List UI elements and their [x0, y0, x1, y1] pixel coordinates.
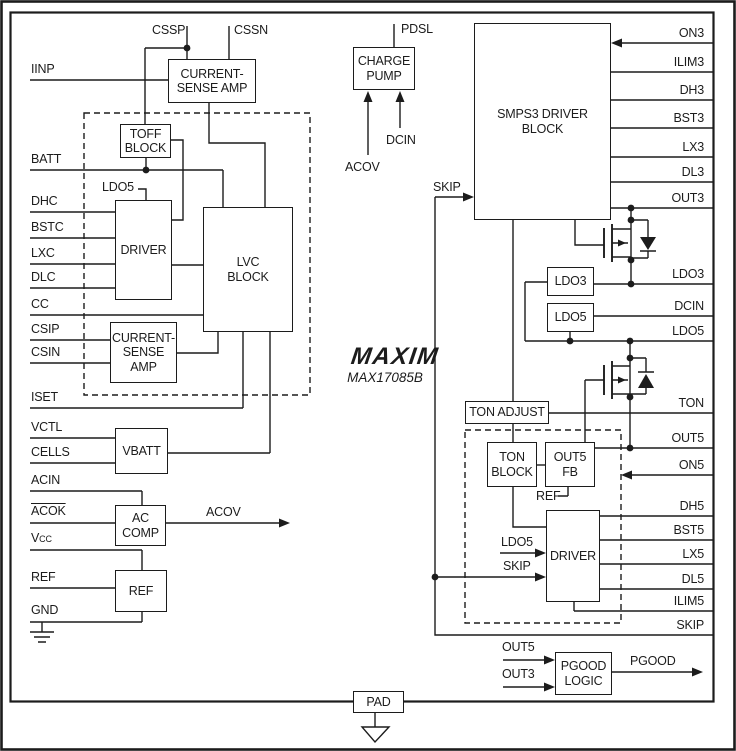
- signal-skip-smps3: SKIP: [433, 180, 461, 194]
- pin-dh5: DH5: [679, 499, 705, 513]
- block-ton: TON BLOCK: [487, 442, 537, 487]
- block-toff: TOFF BLOCK: [120, 124, 171, 158]
- pin-dlc: DLC: [31, 270, 56, 284]
- smps5-dashed-box: [464, 429, 622, 624]
- pin-pdsl: PDSL: [401, 22, 433, 36]
- pin-ilim5: ILIM5: [673, 594, 704, 608]
- ground-icon: [30, 631, 54, 643]
- skip-rail: [434, 196, 713, 636]
- block-driver-smps5: DRIVER: [546, 510, 600, 602]
- smps3-pin-wires: [611, 42, 714, 209]
- block-ton-adjust: TON ADJUST: [465, 401, 549, 424]
- signal-skip-driver5: SKIP: [503, 559, 531, 573]
- pin-skip: SKIP: [676, 618, 704, 632]
- pin-iset: ISET: [31, 390, 58, 404]
- block-lvc: LVC BLOCK: [203, 207, 293, 332]
- pin-bst3: BST3: [673, 111, 705, 125]
- pin-on3: ON3: [678, 26, 704, 40]
- charger-dashed-box: [83, 112, 311, 396]
- ldo-section-wires: [512, 208, 713, 448]
- block-pgood-logic: PGOOD LOGIC: [555, 652, 612, 695]
- pin-acok: ACOK: [31, 504, 66, 518]
- signal-out3-pgood: OUT3: [502, 667, 535, 681]
- block-ldo5: LDO5: [547, 303, 594, 332]
- pin-lx5: LX5: [682, 547, 704, 561]
- block-ldo3: LDO3: [547, 267, 594, 296]
- arrowheads: [279, 38, 703, 692]
- pin-cssp: CSSP: [152, 23, 186, 37]
- pin-on5: ON5: [678, 458, 704, 472]
- pin-csin: CSIN: [31, 345, 61, 359]
- signal-ref-fb: REF: [536, 489, 561, 503]
- pin-iinp: IINP: [31, 62, 55, 76]
- signal-ldo5-driver-charger: LDO5: [102, 180, 134, 194]
- block-pad: PAD: [353, 691, 404, 713]
- block-driver-charger: DRIVER: [115, 200, 172, 300]
- pin-cc: CC: [31, 297, 49, 311]
- signal-acov-charge-pump: ACOV: [345, 160, 380, 174]
- pgood-wires: [503, 659, 697, 688]
- pin-ilim3: ILIM3: [673, 55, 704, 69]
- pin-vcc: VCC: [31, 531, 52, 545]
- pin-gnd: GND: [31, 603, 59, 617]
- charger-section-wires: [138, 26, 285, 524]
- mosfet-out3-ldo3-icon: [603, 219, 656, 262]
- pin-cells: CELLS: [31, 445, 70, 459]
- pin-cssn: CSSN: [234, 23, 268, 37]
- pin-bst5: BST5: [673, 523, 705, 537]
- pin-ldo3: LDO3: [672, 267, 704, 281]
- signal-dcin-charge-pump: DCIN: [386, 133, 416, 147]
- pin-dcin: DCIN: [674, 299, 704, 313]
- signal-out5-pgood: OUT5: [502, 640, 535, 654]
- pin-out5: OUT5: [671, 431, 704, 445]
- pin-vctl: VCTL: [31, 420, 63, 434]
- pin-lxc: LXC: [31, 246, 55, 260]
- signal-ldo5-driver5: LDO5: [501, 535, 533, 549]
- pad-ground-icon: [360, 713, 391, 744]
- pin-lx3: LX3: [682, 140, 704, 154]
- signal-pgood-out: PGOOD: [630, 654, 676, 668]
- pin-dl3: DL3: [681, 165, 705, 179]
- block-vbatt: VBATT: [115, 428, 168, 474]
- block-current-sense-amp-input: CURRENT- SENSE AMP: [168, 59, 256, 103]
- signal-acov-out: ACOV: [206, 505, 241, 519]
- pin-csip: CSIP: [31, 322, 60, 336]
- pin-dl5: DL5: [681, 572, 705, 586]
- pin-ldo5: LDO5: [672, 324, 704, 338]
- block-ref: REF: [115, 570, 167, 612]
- pin-ref: REF: [31, 570, 56, 584]
- junction-dots: [142, 44, 635, 581]
- mosfet-ldo5-out5-icon: [603, 357, 654, 399]
- smps5-section-wires: [500, 412, 713, 612]
- block-current-sense-amp-charger: CURRENT- SENSE AMP: [110, 322, 177, 383]
- pin-dh3: DH3: [679, 83, 705, 97]
- block-ac-comp: AC COMP: [115, 505, 166, 546]
- maxim-logo: MAXIM: [349, 343, 441, 370]
- part-number: MAX17085B: [347, 370, 423, 385]
- block-charge-pump: CHARGE PUMP: [353, 47, 415, 90]
- pin-ton: TON: [678, 396, 704, 410]
- pin-bstc: BSTC: [31, 220, 64, 234]
- pin-out3: OUT3: [671, 191, 704, 205]
- block-out5-fb: OUT5 FB: [545, 442, 595, 487]
- pin-dhc: DHC: [31, 194, 58, 208]
- block-smps3-driver: SMPS3 DRIVER BLOCK: [474, 23, 611, 220]
- pin-acin: ACIN: [31, 473, 61, 487]
- pin-batt: BATT: [31, 152, 62, 166]
